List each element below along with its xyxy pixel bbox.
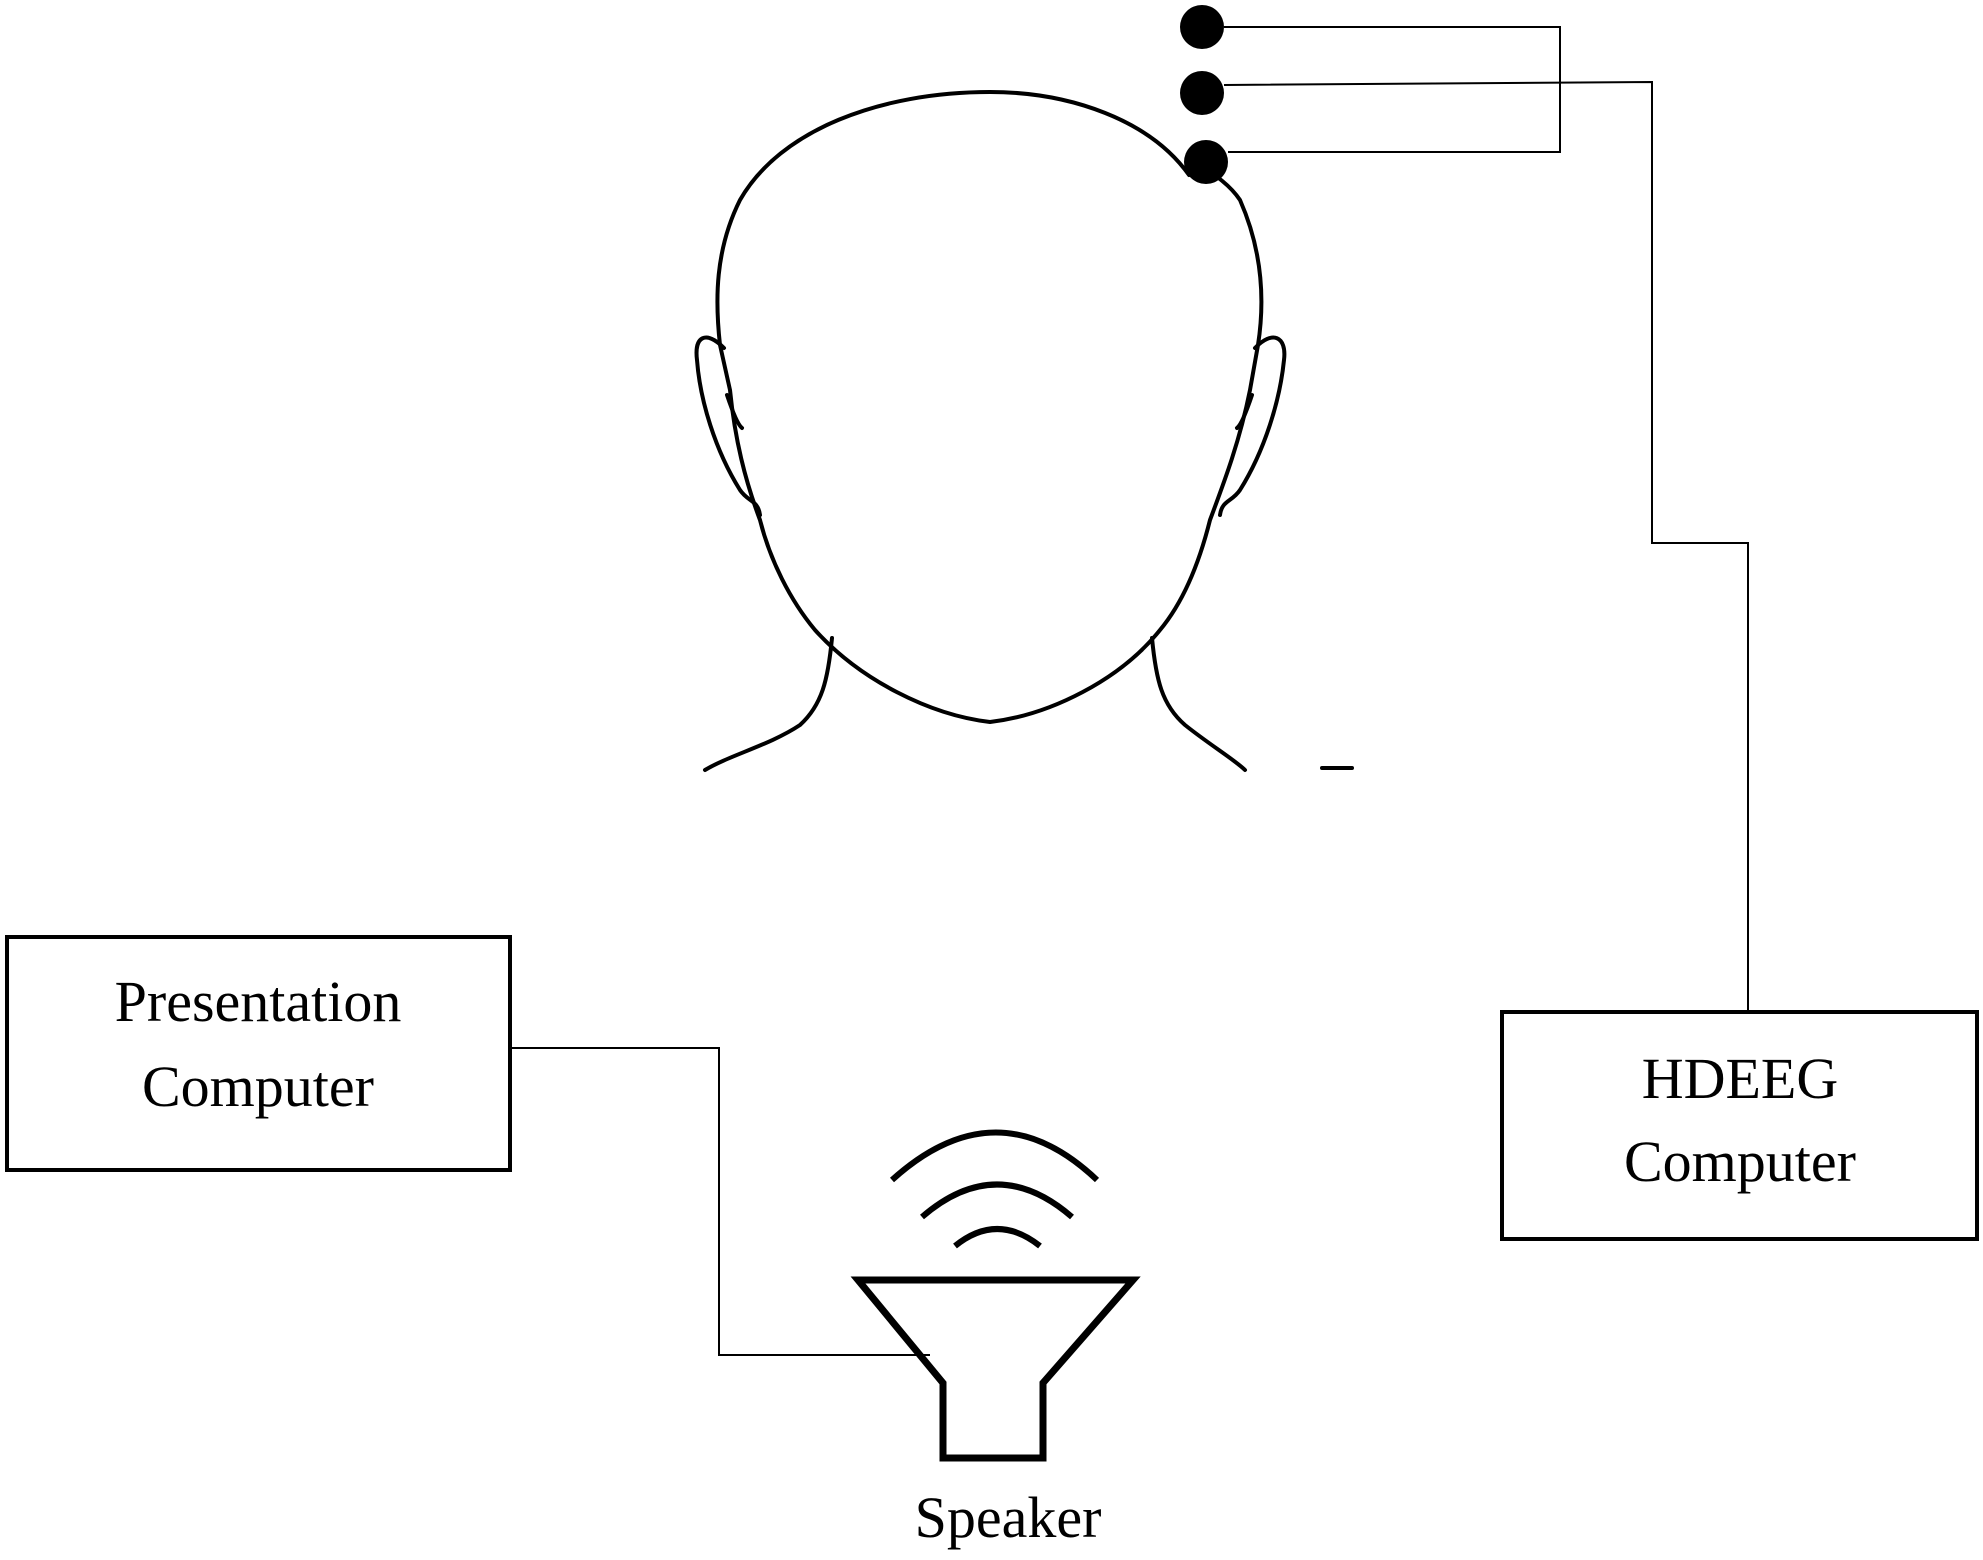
presentation-computer-label-line1: Presentation xyxy=(115,969,402,1034)
hdeeg-computer-label-line2: Computer xyxy=(1624,1129,1856,1194)
hdeeg-computer-label-line1: HDEEG xyxy=(1642,1046,1839,1111)
electrode-dot-icon xyxy=(1180,5,1228,184)
speaker-label: Speaker xyxy=(915,1485,1102,1550)
presentation-computer-box xyxy=(5,935,512,1172)
hdeeg-computer-node: HDEEG Computer xyxy=(1500,1010,1979,1241)
speaker-icon xyxy=(850,1276,1141,1462)
electrode-2 xyxy=(1180,71,1224,115)
electrode-wiring xyxy=(1223,26,1749,1010)
head-outline-icon xyxy=(694,90,1354,772)
electrode-3 xyxy=(1184,140,1228,184)
sound-waves-icon xyxy=(889,1129,1100,1249)
presentation-to-speaker-wire xyxy=(510,1047,930,1356)
presentation-computer-label-line2: Computer xyxy=(142,1054,374,1119)
electrode-1 xyxy=(1180,5,1224,49)
hdeeg-computer-box xyxy=(1500,1010,1979,1241)
presentation-computer-node: Presentation Computer xyxy=(5,935,512,1172)
